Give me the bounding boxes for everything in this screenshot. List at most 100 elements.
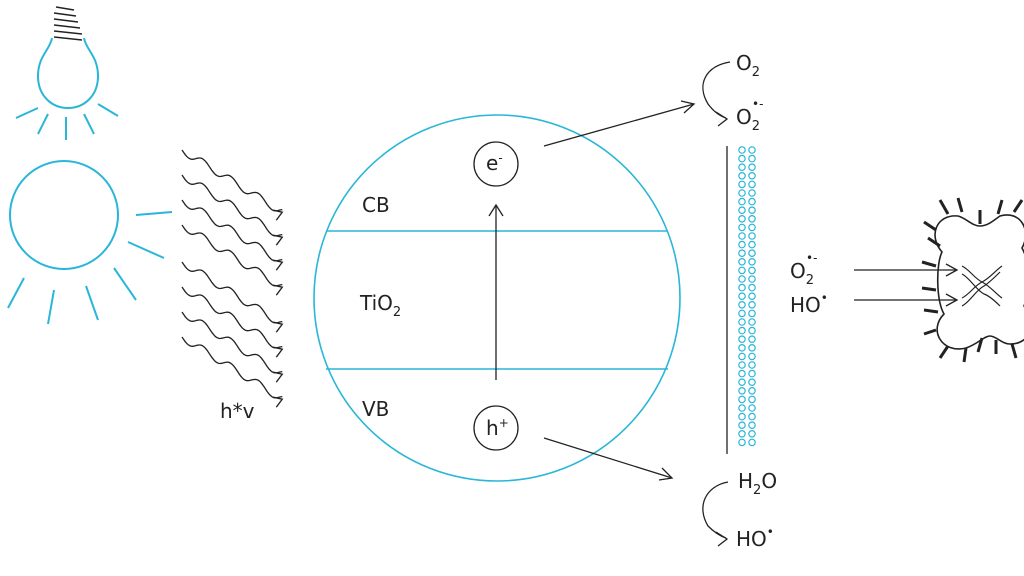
photon-arrowhead — [273, 259, 284, 271]
bubble — [748, 352, 756, 361]
photon-wave — [181, 261, 283, 324]
bacterium-spike — [923, 220, 937, 232]
bacterium-spike — [923, 328, 937, 336]
electron-node: e- — [473, 141, 519, 187]
bubble — [738, 369, 746, 378]
bubble — [748, 223, 756, 232]
bubble — [738, 283, 746, 292]
bubble — [748, 318, 756, 326]
bacterium-spike — [938, 199, 950, 215]
bubble — [738, 438, 746, 447]
bubble — [738, 361, 746, 369]
dna-icon — [961, 265, 1003, 307]
photon-wave — [181, 199, 283, 262]
bubble — [738, 257, 746, 266]
bubble — [738, 404, 746, 412]
water-oxidation-arrow — [702, 481, 729, 547]
bubble — [738, 197, 746, 206]
bubble — [748, 378, 756, 387]
photon-wave — [181, 336, 283, 399]
bubble — [748, 232, 756, 240]
bubble — [748, 189, 756, 197]
photon-wave — [181, 286, 283, 349]
bubble — [738, 180, 746, 189]
bubble — [738, 146, 746, 154]
cb-label: CB — [362, 193, 390, 217]
bubble — [748, 361, 756, 369]
bubble — [738, 223, 746, 232]
bubble — [738, 266, 746, 275]
bubble — [748, 240, 756, 249]
bubble — [748, 438, 756, 447]
photon-arrowhead — [273, 284, 284, 296]
bubble — [748, 292, 756, 301]
bubble — [738, 352, 746, 361]
oxygen-reduction-arrow — [702, 61, 731, 127]
energy-label: h*v — [220, 399, 255, 423]
bubble — [748, 283, 756, 292]
bubble — [738, 232, 746, 240]
bubble — [748, 309, 756, 318]
bacterium-spike — [923, 308, 939, 314]
bubble — [748, 429, 756, 438]
bubble — [748, 421, 756, 430]
vb-label: VB — [362, 397, 389, 421]
bacterium-spike — [921, 260, 937, 268]
bubble-column — [738, 146, 756, 447]
bubble — [748, 257, 756, 266]
bubble — [748, 146, 756, 154]
bacterium-spike — [962, 347, 968, 363]
bubble — [748, 275, 756, 283]
photon-arrowhead — [273, 209, 284, 221]
bubble — [748, 180, 756, 189]
bubble — [738, 326, 746, 335]
photon-wave — [181, 224, 283, 287]
bubble — [738, 300, 746, 309]
bubble — [738, 154, 746, 163]
bubble — [748, 154, 756, 163]
bubble — [748, 395, 756, 404]
bubble — [738, 386, 746, 395]
photon-wave — [181, 311, 283, 374]
photon-arrowhead — [273, 346, 284, 358]
excitation-arrow — [488, 203, 504, 380]
bubble — [748, 300, 756, 309]
superoxide-radical-label: O2•- — [790, 251, 817, 288]
bacterium-spike — [956, 197, 964, 213]
hole-node: h+ — [473, 405, 519, 451]
photon-arrowhead — [273, 396, 284, 408]
bacterium-icon — [921, 197, 1024, 363]
bacterium-spike — [921, 286, 937, 292]
bubble — [738, 335, 746, 344]
photon-wave — [181, 149, 283, 212]
photon-waves — [181, 149, 284, 408]
radical-attack-arrows — [854, 263, 959, 307]
bubble — [748, 197, 756, 206]
hydroxyl-radical-right-label: HO• — [790, 291, 828, 317]
electron-label: e- — [486, 151, 503, 175]
bubble — [748, 386, 756, 395]
lightbulb-icon — [15, 6, 119, 140]
bubble — [738, 163, 746, 172]
photon-arrowhead — [273, 371, 284, 383]
bubble — [738, 206, 746, 215]
bubble — [748, 412, 756, 421]
bubble — [738, 309, 746, 318]
bubble — [738, 318, 746, 326]
tio2-particle — [313, 114, 681, 482]
oxygen-label: O2 — [736, 51, 760, 80]
bubble — [738, 240, 746, 249]
bubble — [738, 378, 746, 387]
superoxide-label: O2•- — [736, 97, 763, 134]
bubble — [748, 326, 756, 335]
photon-wave — [181, 174, 283, 237]
hole-to-water-arrow — [543, 437, 674, 481]
bubble — [738, 421, 746, 430]
hole-label: h+ — [486, 416, 509, 440]
bacterium-spike — [938, 345, 950, 359]
bubble — [738, 412, 746, 421]
bacterium-spike — [976, 337, 984, 353]
bacterium-spike — [1012, 199, 1024, 213]
water-label: H2O — [738, 469, 777, 498]
bubble — [738, 343, 746, 352]
